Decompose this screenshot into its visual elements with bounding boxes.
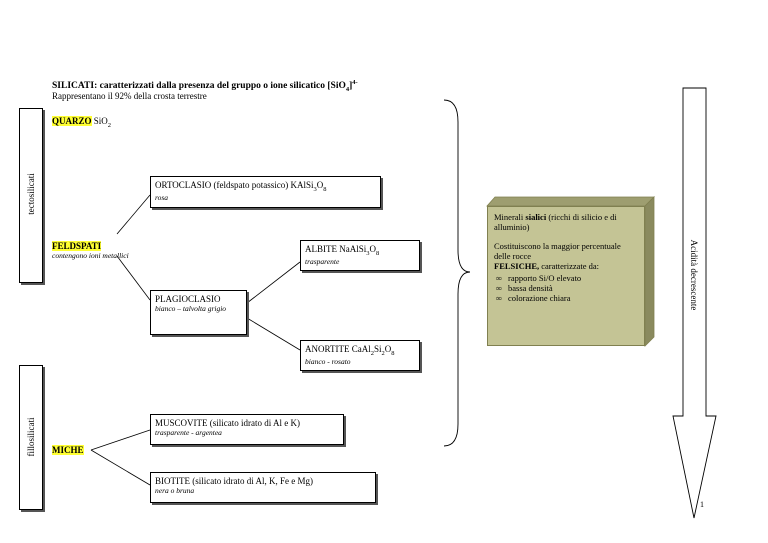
felsic-line-1: Minerali sialici (ricchi di silicio e di… (494, 212, 617, 232)
box-biotite: BIOTITE (silicato idrato di Al, K, Fe e … (150, 472, 376, 503)
page-title: SILICATI: caratterizzati dalla presenza … (52, 79, 358, 94)
felsic-line-2: Costituiscono la maggior percentuale del… (494, 241, 621, 261)
feldspati-note: contengono ioni metallici (52, 251, 129, 260)
plagioclasio-note: bianco – talvolta grigio (155, 304, 227, 313)
albite-note: trasparente (305, 256, 340, 266)
acidity-label: Acidità decrescente (689, 239, 699, 311)
felsic-line-3: FELSICHE, caratterizzate da: (494, 261, 600, 271)
felsic-info-box: Minerali sialici (ricchi di silicio e di… (487, 206, 645, 346)
felsic-box-side (644, 196, 655, 347)
quarzo-formula: SiO2 (93, 116, 112, 129)
quarzo-label: QUARZO SiO2 (52, 116, 111, 129)
felsic-item: rapporto Si/O elevato (494, 273, 638, 283)
felsic-list: rapporto Si/O elevato bassa densità colo… (494, 273, 638, 303)
box-anortite: ANORTITE CaAl2Si2O8 bianco - rosato (300, 340, 420, 371)
box-muscovite: MUSCOVITE (silicato idrato di Al e K) tr… (150, 414, 344, 445)
box-albite: ALBITE NaAlSi3O8 trasparente (300, 240, 420, 271)
connector-miche-biotite (90, 449, 151, 486)
ortoclasio-note: rosa (155, 192, 169, 202)
group-label-tectosilicati: tectosilicati (26, 173, 36, 215)
connector-plagioclasio-anortite (246, 317, 301, 351)
connector-feldspati-plagioclasio (116, 255, 151, 301)
connector-miche-muscovite (90, 429, 151, 451)
page-number: 1 (700, 500, 704, 509)
felsic-item: bassa densità (494, 283, 638, 293)
felsic-item: colorazione chiara (494, 293, 638, 303)
feldspati-name: FELDSPATI (52, 241, 102, 251)
feldspati-label: FELDSPATI contengono ioni metallici (52, 241, 129, 260)
felsic-box-top (486, 196, 655, 207)
box-ortoclasio: ORTOCLASIO (feldspato potassico) KAlSi3O… (150, 176, 381, 208)
box-plagioclasio: PLAGIOCLASIO bianco – talvolta grigio (150, 290, 247, 335)
muscovite-note: trasparente - argentea (155, 428, 222, 437)
right-brace (443, 99, 471, 447)
group-box-tectosilicati (19, 108, 43, 283)
miche-label: MICHE (52, 445, 84, 455)
biotite-note: nera o bruna (155, 486, 195, 495)
page-subtitle: Rappresentano il 92% della crosta terres… (52, 91, 207, 101)
quarzo-name: QUARZO (52, 116, 92, 126)
connector-feldspati-ortoclasio (116, 194, 151, 235)
miche-name: MICHE (52, 445, 84, 455)
acidity-arrow (672, 87, 717, 519)
group-label-fillosilicati: fillosilicati (26, 417, 36, 457)
connector-plagioclasio-albite (246, 261, 301, 304)
anortite-note: bianco - rosato (305, 356, 351, 366)
group-box-fillosilicati (19, 365, 43, 510)
